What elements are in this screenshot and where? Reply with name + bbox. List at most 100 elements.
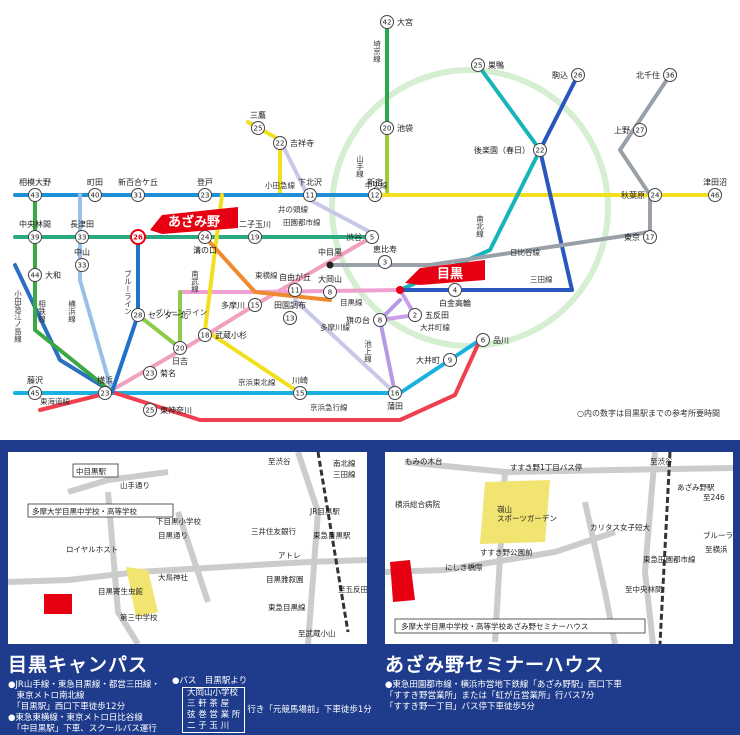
azamino-map-label-to_chuorinkan: 至中央林間 — [625, 584, 663, 594]
station-name-label: 下北沢 — [298, 178, 322, 187]
meguro-note-line: ●東急東横線・東京メトロ日比谷線 — [8, 713, 143, 723]
meguro-map-label-meguro_dori: 目黒通り — [158, 530, 188, 540]
station-name-label: 巣鴨 — [488, 60, 504, 70]
line-oimachi — [203, 235, 332, 302]
meguro-map-label-naka_meguro_hashi: 中目黒駅 — [76, 466, 106, 476]
station-name-label: 駒込 — [552, 70, 568, 80]
station-name-label: 品川 — [493, 336, 509, 345]
bus-route: 二 子 玉 川 — [187, 721, 230, 731]
line-label-mita: 三田線 — [530, 274, 553, 284]
station-time-label: 19 — [251, 234, 260, 242]
station-time-label: 33 — [78, 234, 87, 242]
line-label-yamanote: 山手線 — [355, 154, 364, 178]
station-time-label: 45 — [31, 390, 40, 398]
line-label-odakyu_enoshima: 小田急江ノ島線 — [13, 290, 22, 343]
line-mita — [398, 73, 580, 292]
station-name-label: 田園調布 — [274, 300, 306, 310]
azamino-caption: あざみ野セミナーハウス ●東急田園都市線・横浜市営地下鉄線「あざみ野駅」西口下車… — [385, 650, 622, 713]
station-time-label: 24 — [201, 234, 210, 242]
line-label-sotetsu: 相鉄線 — [37, 299, 46, 323]
station-name-label: 北千住 — [636, 70, 660, 80]
station-time-label: 9 — [448, 357, 452, 365]
meguro-map-label-daisan: 第三中学校 — [120, 612, 158, 622]
meguro-map-label-nanboku: 南北線 — [333, 458, 356, 468]
station-time-label: 5 — [370, 234, 374, 242]
meguro-map-label-jr_meguro: JR目黒駅 — [309, 507, 340, 516]
station-name-label: 上野 — [614, 126, 630, 135]
azamino-map-label-susukino_bus: すすき野1丁目バス停 — [510, 462, 583, 472]
line-label-ikegami: 池上線 — [363, 339, 372, 363]
station-time-label: 28 — [134, 312, 143, 320]
station-time-label: 43 — [31, 192, 40, 200]
station-time-label: 40 — [91, 192, 100, 200]
station-name-label: 後楽園（春日） — [474, 145, 530, 155]
station-time-label: 25 — [474, 62, 483, 70]
bus-route: 大岡山小学校 — [187, 688, 239, 698]
station-time-label: 22 — [276, 140, 285, 148]
azamino-map-label-to246: 至246 — [703, 493, 725, 502]
line-label-layer: 埼京線山手線小田急線中央線井の頭線東横線田園都市線南武線横浜線相鉄線小田急江ノ島… — [13, 39, 553, 412]
meguro-map-label-to_shibuya: 至渋谷 — [268, 456, 291, 466]
line-label-hibiya: 日比谷線 — [510, 247, 540, 257]
station-time-label: 13 — [286, 315, 295, 323]
azamino-note-line: 「すすき野一丁目」バス停下車徒歩5分 — [385, 702, 535, 712]
line-label-odakyu: 小田急線 — [265, 180, 295, 190]
station-time-label: 27 — [636, 127, 645, 135]
meguro-map-label-to_gotanda: 至五反田 — [338, 584, 367, 594]
meguro-map-label-school_label: 多摩大学目黒中学校・高等学校 — [32, 506, 137, 516]
station-time-label: 20 — [176, 345, 185, 353]
station-name-label: 津田沼 — [703, 177, 727, 187]
azamino-caption-notes: ●東急田園都市線・横浜市営地下鉄線「あざみ野駅」西口下車 「すすき野営業所」また… — [385, 680, 622, 713]
azamino-map-label-azamino_st: あざみ野駅 — [677, 482, 715, 492]
station-time-label: 6 — [481, 337, 486, 345]
meguro-map-label-otori: 大鳥神社 — [158, 572, 188, 582]
azamino-map-label-to_yokohama: 至横浜 — [705, 544, 728, 554]
line-label-yokohama_line: 横浜線 — [67, 299, 76, 323]
line-tamagawa — [293, 298, 397, 395]
azamino-note-line: 「すすき野営業所」または「虹が丘営業所」行バス7分 — [385, 691, 595, 701]
meguro-map-label-mitsui_bank: 三井住友銀行 — [251, 526, 296, 536]
station-time-label: 24 — [651, 192, 660, 200]
station-time-label: 4 — [453, 287, 458, 295]
station-denenchofu: 13 田園調布 — [274, 300, 306, 325]
station-name-label: 蒲田 — [387, 401, 403, 411]
meguro-note-line: 「目黒駅」西口下車徒歩12分 — [8, 702, 126, 712]
station-time-label: 18 — [201, 332, 210, 340]
station-name-label: 中目黒 — [318, 247, 342, 257]
bus-header: ●バス 目黒駅より — [172, 676, 248, 686]
bus-route: 弦 巻 営 業 所 — [187, 710, 241, 720]
azamino-map-label-mineyama: 嶺山 — [497, 504, 512, 514]
station-name-label: 自由が丘 — [279, 272, 311, 282]
station-time-label: 46 — [711, 192, 720, 200]
station-time-label: 3 — [383, 259, 387, 267]
station-name-label: 藤沢 — [27, 375, 43, 385]
station-time-label: 15 — [251, 302, 260, 310]
bus-tail: 行き「元競馬場前」下車徒歩1分 — [247, 704, 372, 715]
station-name-label: 渋谷 — [346, 232, 362, 242]
line-hibiya — [328, 73, 672, 267]
station-time-label: 25 — [254, 125, 263, 133]
azamino-inset-svg: もみの木台すすき野1丁目バス停至渋谷あざみ野駅横浜総合病院嶺山スポーツガーデンす… — [385, 452, 733, 644]
meguro-badge-shape — [405, 260, 485, 285]
azamino-map-label-susukino_park: すすき野公園前 — [480, 547, 533, 557]
station-name-label: 旗の台 — [346, 315, 370, 325]
meguro-caption: 目黒キャンパス ●JR山手線・東急目黒線・都営三田線・ 東京メトロ南北線 「目黒… — [8, 650, 160, 735]
